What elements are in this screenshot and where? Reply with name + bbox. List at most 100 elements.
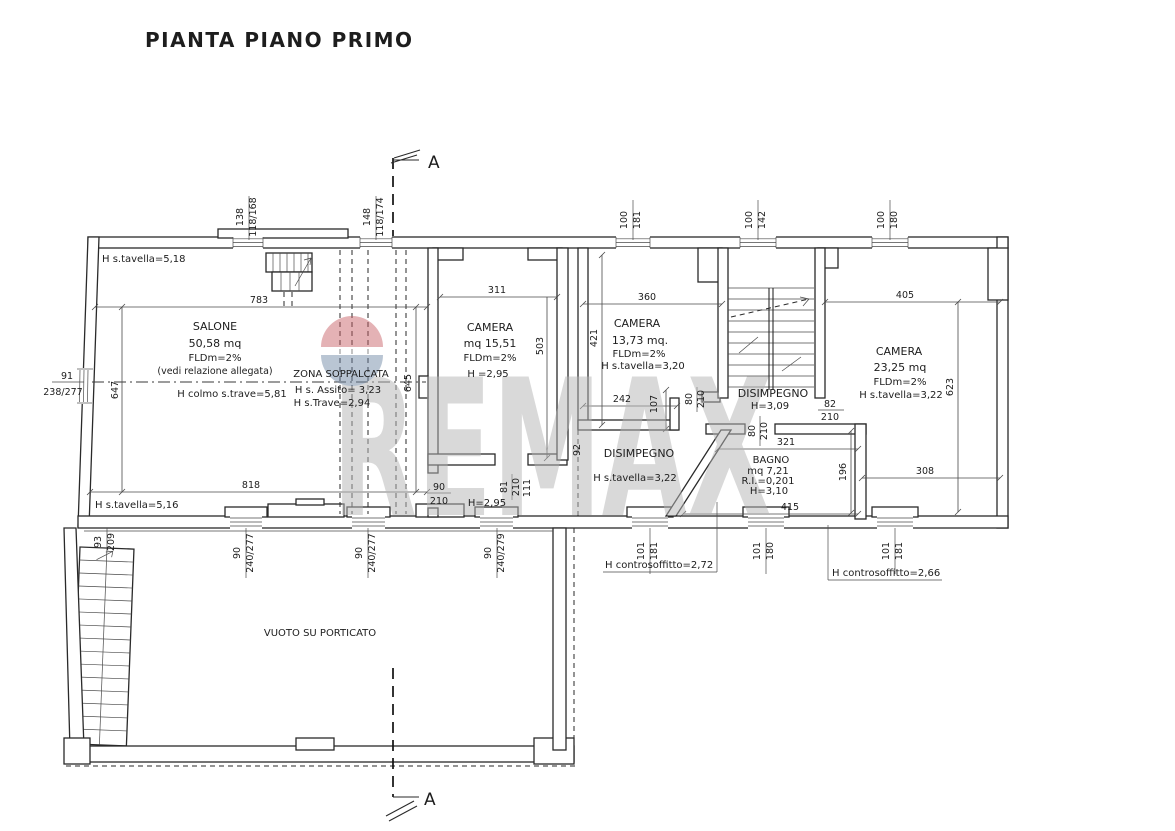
- svg-text:311: 311: [488, 285, 506, 296]
- svg-text:405: 405: [896, 290, 914, 301]
- svg-text:101: 101: [752, 542, 763, 560]
- disimpegno-label: DISIMPEGNO H s.tavella=3,22: [593, 447, 677, 484]
- svg-text:181: 181: [649, 542, 660, 560]
- svg-text:mq 7,21: mq 7,21: [747, 466, 789, 477]
- svg-text:R.I.=0,201: R.I.=0,201: [742, 476, 795, 487]
- svg-text:92: 92: [572, 444, 583, 456]
- svg-text:80: 80: [747, 425, 758, 437]
- section-marker-bottom: A: [424, 790, 436, 810]
- svg-text:240/277: 240/277: [245, 533, 256, 572]
- zona-soppalcata-label: ZONA SOPPALCATA H s. Assito= 3,23 H s.Tr…: [293, 369, 389, 409]
- dimension-texts: 783 818 647 645 311 503 360 421 242 107 …: [110, 285, 956, 513]
- svg-text:FLDm=2%: FLDm=2%: [188, 353, 241, 364]
- note-corridoio: H=2,95: [468, 498, 506, 509]
- svg-text:210: 210: [696, 390, 707, 408]
- svg-text:100: 100: [744, 211, 755, 229]
- svg-text:81: 81: [499, 481, 510, 493]
- svg-text:210: 210: [821, 412, 839, 423]
- top-windows: [232, 196, 909, 250]
- svg-text:100: 100: [876, 211, 887, 229]
- note-tavella-518: H s.tavella=5,18: [102, 254, 186, 265]
- svg-text:181: 181: [632, 211, 643, 229]
- svg-text:623: 623: [945, 378, 956, 396]
- svg-text:80: 80: [684, 393, 695, 405]
- svg-text:100: 100: [619, 211, 630, 229]
- svg-text:H=3,09: H=3,09: [751, 401, 789, 412]
- svg-text:H s.Trave=2,94: H s.Trave=2,94: [294, 398, 371, 409]
- svg-text:107: 107: [649, 395, 660, 413]
- note-tavella-516: H s.tavella=5,16: [95, 500, 179, 511]
- svg-text:BAGNO: BAGNO: [753, 455, 790, 466]
- svg-text:FLDm=2%: FLDm=2%: [873, 377, 926, 388]
- note-controsoffitto-266: H controsoffitto=2,66: [832, 568, 940, 579]
- window-dimension-texts: 138 118/168 148 118/174 100 181 100 142 …: [43, 197, 905, 572]
- camera1-label: CAMERA mq 15,51 FLDm=2% H =2,95: [463, 321, 516, 380]
- staircase-soppalco: [265, 252, 313, 292]
- svg-text:196: 196: [838, 463, 849, 481]
- svg-text:H s. Assito= 3,23: H s. Assito= 3,23: [295, 385, 381, 396]
- bottom-windows: [77, 368, 913, 578]
- svg-text:818: 818: [242, 480, 260, 491]
- salone-label: SALONE 50,58 mq FLDm=2% (vedi relazione …: [157, 320, 286, 400]
- svg-text:647: 647: [110, 381, 121, 399]
- svg-text:321: 321: [777, 437, 795, 448]
- svg-text:783: 783: [250, 295, 268, 306]
- svg-text:90: 90: [433, 482, 445, 493]
- page-title: PIANTA PIANO PRIMO: [145, 28, 414, 52]
- svg-text:CAMERA: CAMERA: [876, 345, 923, 358]
- remax-balloon-icon: [318, 316, 386, 386]
- labels: PIANTA PIANO PRIMO A A H s.tavella=5,18 …: [43, 28, 956, 810]
- remax-watermark: REMAX: [318, 316, 772, 560]
- svg-text:101: 101: [636, 542, 647, 560]
- svg-text:101: 101: [881, 542, 892, 560]
- svg-text:CAMERA: CAMERA: [467, 321, 514, 334]
- svg-text:415: 415: [781, 502, 799, 513]
- svg-text:209: 209: [106, 533, 117, 551]
- svg-text:CAMERA: CAMERA: [614, 317, 661, 330]
- svg-text:82: 82: [824, 399, 836, 410]
- interior-walls: [418, 247, 867, 520]
- svg-text:111: 111: [522, 479, 533, 497]
- svg-text:SALONE: SALONE: [193, 320, 237, 333]
- svg-text:180: 180: [765, 542, 776, 560]
- soppalco-dashed-lines: [92, 250, 579, 516]
- camera3-label: CAMERA 23,25 mq FLDm=2% H s.tavella=3,22: [859, 345, 943, 401]
- svg-text:138: 138: [235, 208, 246, 226]
- svg-text:DISIMPEGNO: DISIMPEGNO: [738, 387, 809, 400]
- svg-text:H s.tavella=3,22: H s.tavella=3,22: [593, 473, 677, 484]
- staircase-disimpegno: [728, 287, 814, 390]
- bagno-label: BAGNO mq 7,21 R.I.=0,201 H=3,10: [742, 455, 795, 497]
- svg-text:93: 93: [93, 536, 104, 548]
- svg-text:90: 90: [483, 547, 494, 559]
- svg-text:118/174: 118/174: [375, 197, 386, 236]
- svg-text:503: 503: [535, 337, 546, 355]
- note-controsoffitto-272: H controsoffitto=2,72: [605, 560, 713, 571]
- svg-text:240/277: 240/277: [367, 533, 378, 572]
- staircase-exterior: [71, 546, 135, 747]
- svg-text:90: 90: [354, 547, 365, 559]
- svg-text:H =2,95: H =2,95: [467, 369, 508, 380]
- svg-text:H s.tavella=3,22: H s.tavella=3,22: [859, 390, 943, 401]
- svg-text:148: 148: [362, 208, 373, 226]
- svg-text:181: 181: [894, 542, 905, 560]
- svg-text:H colmo s.trave=5,81: H colmo s.trave=5,81: [177, 389, 286, 400]
- svg-text:H s.tavella=3,20: H s.tavella=3,20: [601, 361, 685, 372]
- svg-text:645: 645: [403, 374, 414, 392]
- porticato-outline: [63, 527, 578, 767]
- svg-text:240/279: 240/279: [496, 533, 507, 572]
- svg-text:210: 210: [430, 496, 448, 507]
- svg-text:H=3,10: H=3,10: [750, 486, 788, 497]
- svg-text:13,73 mq.: 13,73 mq.: [612, 334, 668, 347]
- svg-text:242: 242: [613, 394, 631, 405]
- disimpegno-scala-label: DISIMPEGNO H=3,09: [738, 387, 809, 412]
- svg-text:238/277: 238/277: [43, 387, 82, 398]
- svg-text:210: 210: [759, 422, 770, 440]
- svg-text:FLDm=2%: FLDm=2%: [463, 353, 516, 364]
- svg-text:DISIMPEGNO: DISIMPEGNO: [604, 447, 675, 460]
- svg-text:142: 142: [757, 211, 768, 229]
- svg-text:360: 360: [638, 292, 656, 303]
- svg-text:421: 421: [589, 329, 600, 347]
- svg-text:210: 210: [511, 478, 522, 496]
- svg-text:180: 180: [889, 211, 900, 229]
